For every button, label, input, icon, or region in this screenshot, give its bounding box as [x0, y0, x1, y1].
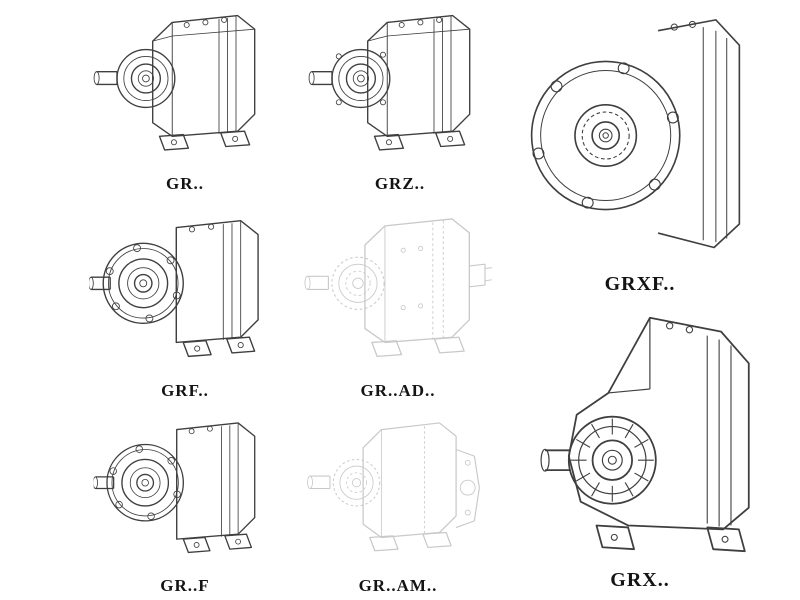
gr-gearbox-drawing	[80, 2, 290, 172]
model-label-gram: GR..AM..	[358, 576, 438, 595]
figure-grxf: GRXF..	[495, 0, 785, 300]
grad-gearbox-drawing	[288, 205, 508, 379]
model-label-grad: GR..AD..	[360, 381, 436, 400]
model-label-grx: GRX..	[610, 569, 670, 591]
figure-grf: GRF..	[80, 205, 290, 405]
gram-gearbox-drawing	[288, 408, 508, 574]
figure-grx: GRX..	[495, 300, 785, 596]
grz-gearbox-drawing	[295, 2, 505, 172]
grfoot-gearbox-drawing	[80, 408, 290, 574]
model-label-grfoot: GR..F	[160, 576, 210, 595]
grx-gearbox-drawing	[495, 300, 785, 567]
figure-grfoot: GR..F	[80, 408, 290, 600]
grxf-gearbox-drawing	[495, 0, 785, 271]
figure-gram: GR..AM..	[288, 408, 508, 600]
figure-grad: GR..AD..	[288, 205, 508, 405]
model-label-grf: GRF..	[161, 381, 209, 400]
model-label-grz: GRZ..	[374, 174, 426, 193]
grf-gearbox-drawing	[80, 205, 290, 379]
figure-grz: GRZ..	[295, 2, 505, 198]
model-label-grxf: GRXF..	[604, 273, 676, 295]
model-label-gr: GR..	[166, 174, 204, 193]
figure-gr: GR..	[80, 2, 290, 198]
